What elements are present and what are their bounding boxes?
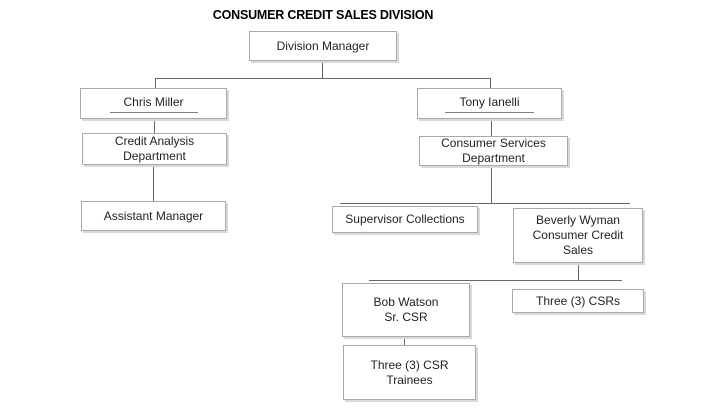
org-node-consumer-services-department: Consumer Services Department <box>419 136 568 166</box>
org-node-division-manager: Division Manager <box>249 31 397 61</box>
connector-branch-horizontal <box>155 78 491 79</box>
org-node-label: Three (3) CSRs <box>535 293 621 308</box>
org-node-three-csrs: Three (3) CSRs <box>512 289 644 313</box>
org-node-assistant-manager: Assistant Manager <box>81 201 226 231</box>
org-node-label: Bob Watson Sr. CSR <box>373 295 439 324</box>
org-node-bob-watson: Bob Watson Sr. CSR <box>342 283 470 337</box>
chart-title: CONSUMER CREDIT SALES DIVISION <box>212 8 434 22</box>
connector-to-chris-miller <box>155 78 156 88</box>
org-node-tony-ianelli: Tony Ianelli <box>417 88 562 119</box>
connector-tony-to-services <box>491 119 492 136</box>
org-node-label: Chris Miller <box>109 95 198 113</box>
connector-beverly-down <box>578 263 579 281</box>
org-node-label: Credit Analysis Department <box>114 134 195 163</box>
connector-services-horizontal <box>340 203 630 204</box>
org-node-label: Three (3) CSR Trainees <box>370 357 449 387</box>
connector-to-tony-ianelli <box>490 78 491 88</box>
org-node-label: Supervisor Collections <box>345 212 465 226</box>
connector-bob-to-trainees <box>404 337 405 349</box>
org-node-three-csr-trainees: Three (3) CSR Trainees <box>343 345 476 400</box>
org-node-chris-miller: Chris Miller <box>80 88 227 119</box>
org-node-credit-analysis-department: Credit Analysis Department <box>82 133 227 165</box>
org-node-supervisor-collections: Supervisor Collections <box>332 206 478 233</box>
org-node-label: Tony Ianelli <box>445 95 534 113</box>
org-node-beverly-wyman: Beverly Wyman Consumer Credit Sales <box>513 208 643 263</box>
connector-chris-to-credit <box>154 119 155 133</box>
connector-division-to-branch <box>322 61 323 78</box>
org-node-label: Consumer Services Department <box>441 136 546 165</box>
connector-services-down <box>491 166 492 204</box>
connector-beverly-horizontal <box>369 280 622 281</box>
org-node-label: Division Manager <box>276 38 370 53</box>
connector-credit-to-assistant <box>153 165 154 201</box>
org-node-label: Assistant Manager <box>103 208 204 223</box>
org-node-label: Beverly Wyman Consumer Credit Sales <box>532 213 624 257</box>
